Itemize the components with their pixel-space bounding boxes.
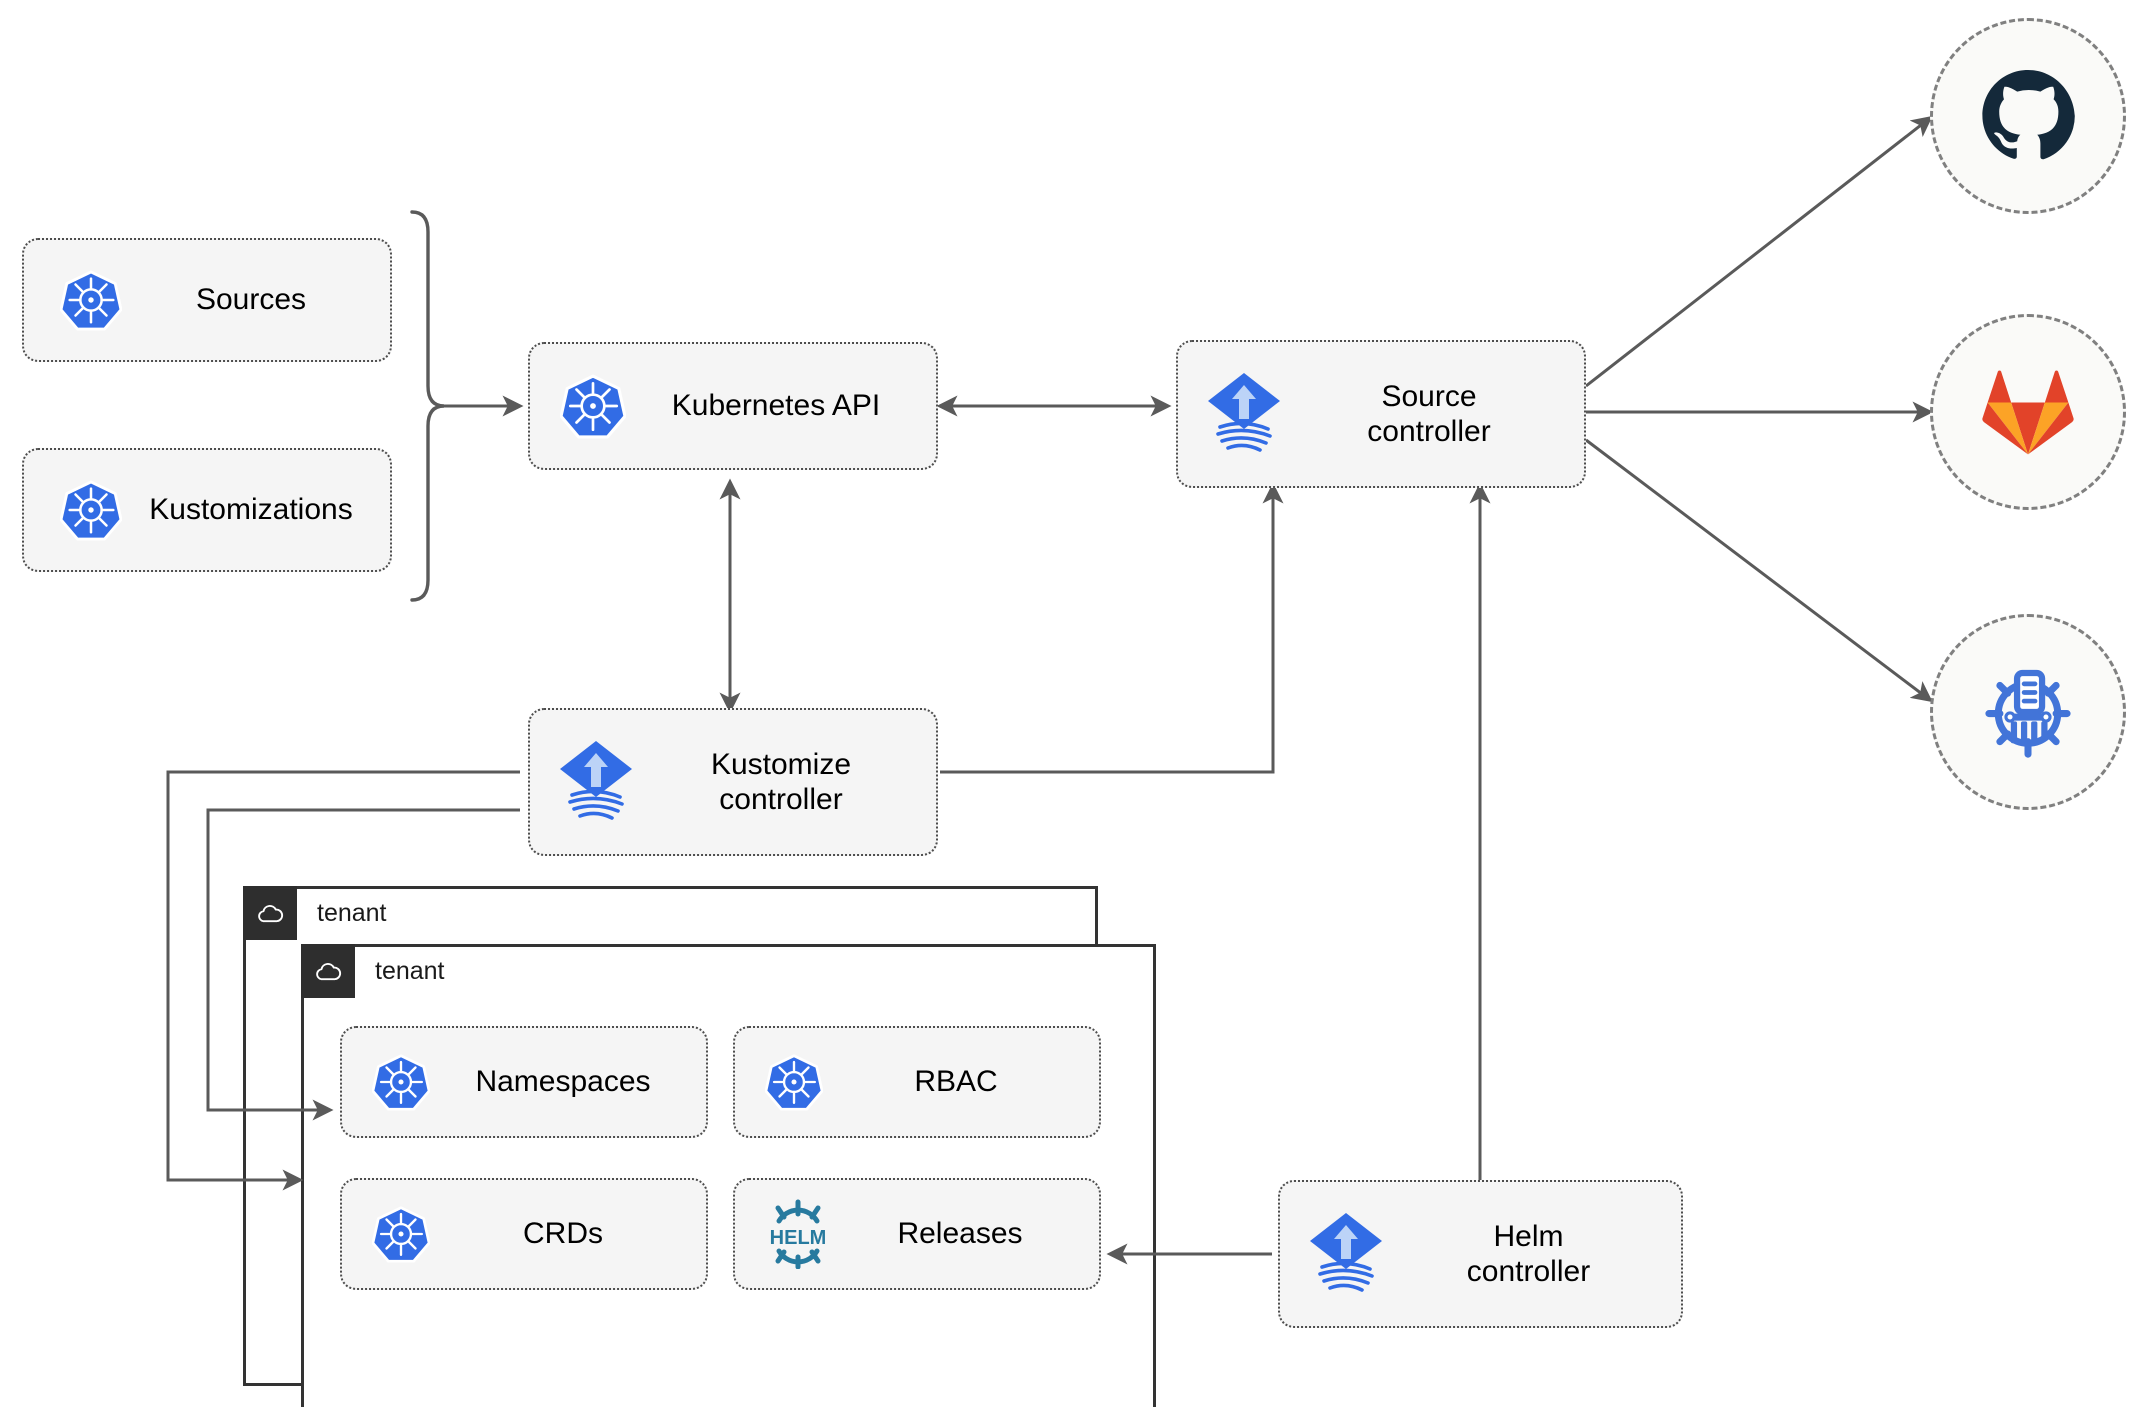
node-kubernetes-api-label: Kubernetes API — [671, 389, 881, 423]
node-kubernetes-api[interactable]: Kubernetes API — [528, 342, 938, 470]
kubernetes-icon — [60, 479, 122, 541]
cloud-icon — [243, 886, 297, 940]
kubernetes-icon — [372, 1053, 430, 1111]
node-source-controller-label: Source controller — [1367, 379, 1491, 448]
node-kustomizations-label: Kustomizations — [149, 493, 353, 527]
node-kustomize-controller[interactable]: Kustomize controller — [528, 708, 938, 856]
node-sources[interactable]: Sources — [22, 238, 392, 362]
tenant-back-header: tenant — [243, 886, 387, 940]
node-source-controller[interactable]: Source controller — [1176, 340, 1586, 488]
provider-helm-repository[interactable] — [1930, 614, 2126, 810]
flux-icon — [1204, 371, 1284, 457]
gitlab-icon — [1982, 370, 2074, 455]
svg-text:HELM: HELM — [770, 1227, 827, 1249]
node-helm-controller-label: Helm controller — [1466, 1219, 1591, 1288]
node-crds[interactable]: CRDs — [340, 1178, 708, 1290]
flux-icon — [1306, 1211, 1386, 1297]
tenant-container-front: tenant — [301, 944, 1156, 1407]
node-kustomizations[interactable]: Kustomizations — [22, 448, 392, 572]
kubernetes-icon — [560, 373, 626, 439]
cloud-icon — [301, 944, 355, 998]
github-icon — [1982, 70, 2075, 160]
provider-github[interactable] — [1930, 18, 2126, 214]
node-releases[interactable]: HELM Releases — [733, 1178, 1101, 1290]
node-namespaces-label: Namespaces — [475, 1065, 651, 1099]
flux-icon — [556, 739, 636, 825]
node-crds-label: CRDs — [523, 1217, 603, 1251]
kubernetes-icon — [60, 269, 122, 331]
helm-repository-icon — [1985, 669, 2071, 758]
node-releases-label: Releases — [897, 1217, 1023, 1251]
node-rbac[interactable]: RBAC — [733, 1026, 1101, 1138]
node-helm-controller[interactable]: Helm controller — [1278, 1180, 1683, 1328]
kubernetes-icon — [765, 1053, 823, 1111]
tenant-front-label: tenant — [375, 956, 445, 985]
kubernetes-icon — [372, 1205, 430, 1263]
node-rbac-label: RBAC — [914, 1065, 998, 1099]
tenant-back-label: tenant — [317, 898, 387, 927]
provider-gitlab[interactable] — [1930, 314, 2126, 510]
helm-icon: HELM — [765, 1199, 831, 1269]
tenant-front-header: tenant — [301, 944, 445, 998]
node-sources-label: Sources — [195, 283, 307, 317]
node-kustomize-controller-label: Kustomize controller — [710, 747, 852, 816]
node-namespaces[interactable]: Namespaces — [340, 1026, 708, 1138]
